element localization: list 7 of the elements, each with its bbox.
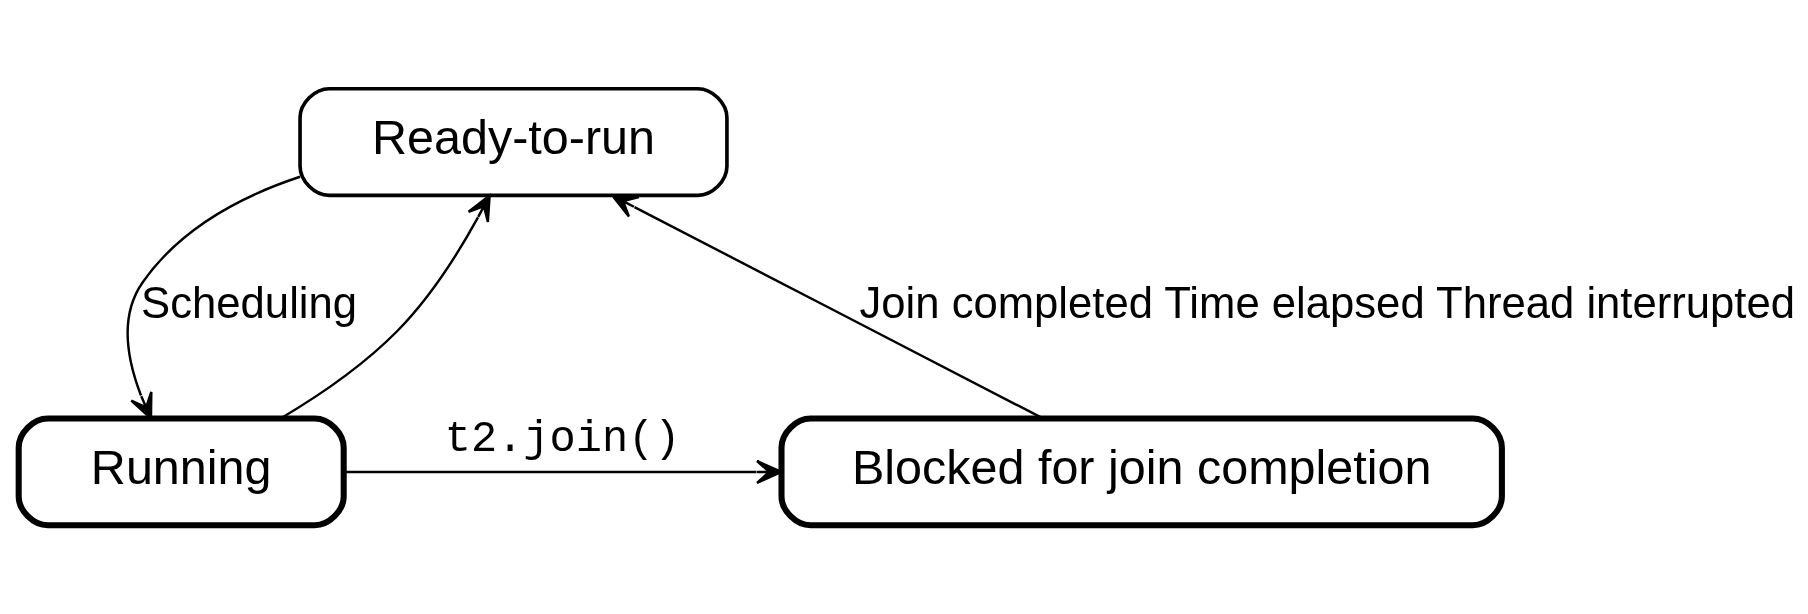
- edge-label: Scheduling: [141, 277, 358, 327]
- node-box: Running: [15, 415, 347, 529]
- edge-label: Join completed Time elapsed Thread interrupted: [859, 277, 1796, 327]
- node-box: Blocked for join completion: [778, 415, 1505, 529]
- node-box: Ready-to-run: [298, 86, 729, 198]
- edge-label: t2.join(): [444, 415, 681, 465]
- arrow: [280, 194, 491, 419]
